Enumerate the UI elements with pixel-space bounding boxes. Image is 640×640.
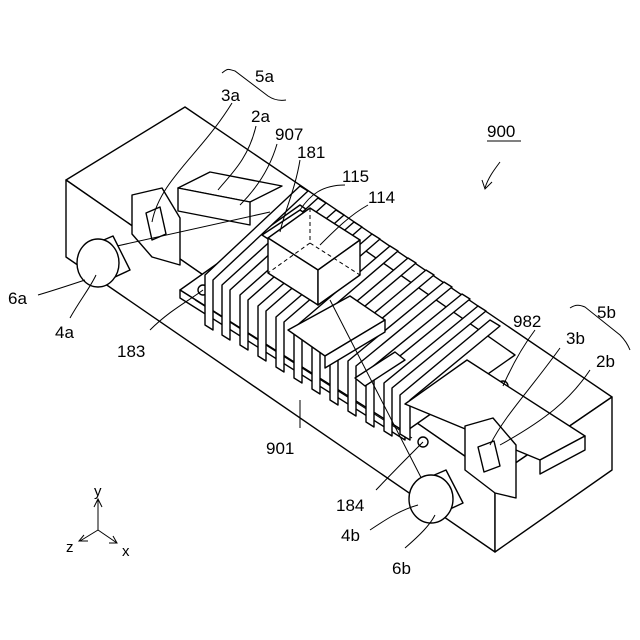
lens-4a-face <box>77 239 119 287</box>
label-6b: 6b <box>392 559 411 578</box>
leader-4a <box>70 275 96 318</box>
axis-z-label: z <box>66 539 74 556</box>
label-184: 184 <box>336 496 364 515</box>
label-4a: 4a <box>55 323 74 342</box>
label-900: 900 <box>487 122 515 141</box>
label-3a: 3a <box>221 86 240 105</box>
label-115: 115 <box>342 167 369 186</box>
axis-x-label: x <box>122 543 130 560</box>
label-5b: 5b <box>597 303 616 322</box>
label-907: 907 <box>275 125 303 144</box>
label-5a: 5a <box>255 67 274 86</box>
axis-z-arrow <box>79 535 88 541</box>
lens-4b-face <box>409 475 453 523</box>
label-4b: 4b <box>341 526 360 545</box>
label-181: 181 <box>297 143 325 162</box>
leader-900 <box>485 162 500 188</box>
coordinate-axes: y z x <box>66 483 130 560</box>
leader-6a <box>38 280 85 295</box>
axis-z <box>80 530 98 541</box>
arrowhead-900 <box>482 180 492 189</box>
axis-x <box>98 530 117 543</box>
label-982: 982 <box>513 312 541 331</box>
label-901: 901 <box>266 439 294 458</box>
label-114: 114 <box>368 188 395 207</box>
label-3b: 3b <box>566 329 585 348</box>
label-2b: 2b <box>596 352 615 371</box>
label-2a: 2a <box>251 107 270 126</box>
label-6a: 6a <box>8 289 27 308</box>
label-183: 183 <box>117 342 145 361</box>
axis-y-label: y <box>94 483 102 500</box>
